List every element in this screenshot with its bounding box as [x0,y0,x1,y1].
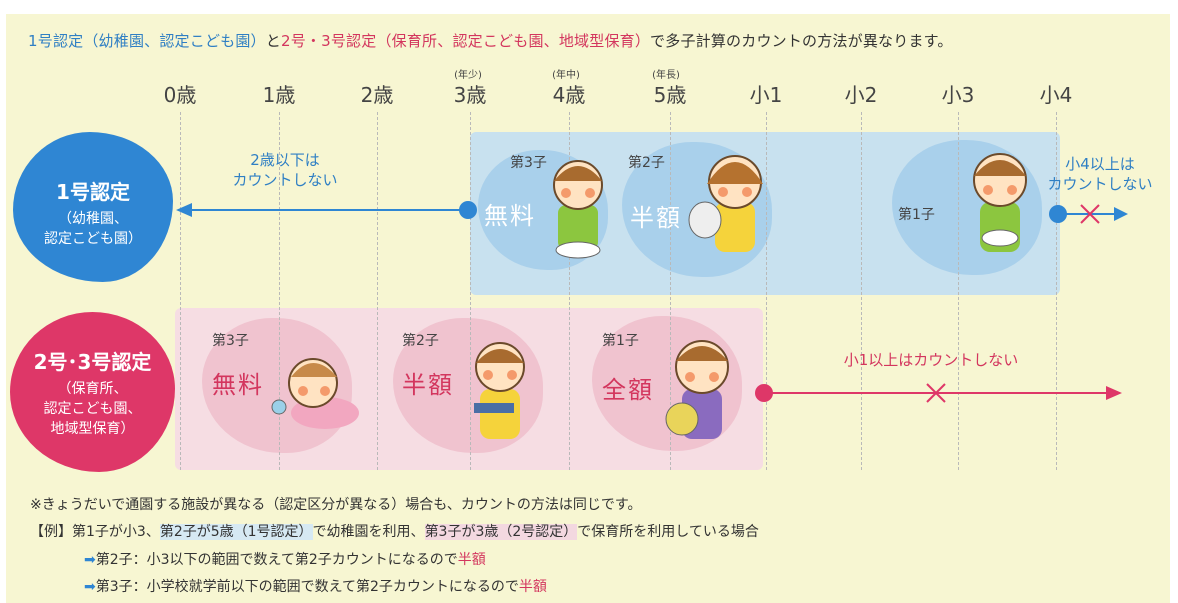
gridline-4 [569,112,570,470]
cat2-name: 2号･3号認定 [33,350,152,374]
gridline-5 [670,112,671,470]
child-illustration-baby [271,358,359,429]
footer-child3-text: 第3子：小学校就学前以下の範囲で数えて第2子カウントになるので [95,579,519,595]
cat1-left-arrowhead [176,203,192,217]
age-4: 4歳 [552,83,586,107]
cat2-desc3: 地域型保育） [50,421,135,437]
age-9: 小4 [1039,83,1073,107]
age-sub-3: (年少) [454,70,482,81]
age-2: 2歳 [360,83,394,107]
cat2-end-dot [755,384,773,402]
age-7: 小2 [844,83,878,107]
footer-child3-fee: 半額 [518,579,547,595]
cat1-child2-order: 第2子 [628,155,665,171]
footer-child3: ➡第3子：小学校就学前以下の範囲で数えて第2子カウントになるので半額 [84,576,547,596]
footer-example-b: 第2子が5歳（1号認定） [159,524,313,540]
age-sub-4: (年中) [552,70,580,81]
age-3: 3歳 [453,83,487,107]
cat1-start-dot [459,201,477,219]
child-illustration-castanet [973,153,1027,252]
cat1-child3-fee: 無料 [484,202,536,230]
cat1-child3-order: 第3子 [510,155,547,171]
gridline-0 [180,112,181,470]
cat2-cross-b [926,383,946,403]
cat1-right-note-2: カウントしない [1047,175,1153,193]
cat2-desc1: （保育所、 [57,381,128,397]
child-illustration-cymbal [665,340,729,439]
header-text: 1号認定（幼稚園、認定こども園）と2号・3号認定（保育所、認定こども園、地域型保… [28,30,953,51]
cat2-desc2: 認定こども園、 [43,401,142,417]
footer-note: ※きょうだいで通園する施設が異なる（認定区分が異なる）場合も、カウントの方法は同… [30,497,642,513]
header-and: と [265,32,281,50]
footer-example-e: で保育所を利用している場合 [577,524,759,540]
child-illustration-harmonica [474,342,525,439]
gridline-1 [279,112,280,470]
age-0: 0歳 [163,83,197,107]
cat2-bubble: 2号･3号認定 （保育所、 認定こども園、 地域型保育） [10,312,175,472]
footer-example-c: で幼稚園を利用、 [312,524,425,540]
cat2-arrowhead [1106,386,1122,400]
age-1: 1歳 [262,83,296,107]
cat1-cross-b [1080,204,1100,224]
child-illustration-drum [553,160,603,259]
header-cat1: 1号認定（幼稚園、認定こども園） [28,32,266,50]
age-8: 小3 [941,83,975,107]
cat2-child1-fee: 全額 [602,376,654,404]
cat1-desc2: 認定こども園） [44,231,142,247]
footer-example-d: 第3子が3歳（2号認定） [424,524,578,540]
arrow-right-icon: ➡ [84,579,96,595]
gridline-3 [470,112,471,470]
header-rest: で多子計算のカウントの方法が異なります。 [650,32,953,50]
cat1-left-note-1: 2歳以下は [250,151,320,169]
gridline-9 [1056,112,1057,470]
cat2-child2-fee: 半額 [402,371,454,399]
cat2-child1-order: 第1子 [602,333,639,349]
cat1-left-note-2: カウントしない [232,171,338,189]
cat2-child3-order: 第3子 [212,333,249,349]
cat1-left-note: 2歳以下は カウントしない [205,150,365,190]
child-illustration-tambourine [688,155,763,252]
cat1-desc1: （幼稚園、 [58,211,128,227]
gridline-6 [766,112,767,470]
header-cat2: 2号・3号認定（保育所、認定こども園、地域型保育） [280,32,651,50]
footer-example-a: 【例】第1子が小3、 [30,524,160,540]
age-sub-5: (年長) [652,70,680,81]
cat2-child2-order: 第2子 [402,333,439,349]
footer-child2-fee: 半額 [457,552,486,568]
age-5: 5歳 [653,83,687,107]
cat1-child2-fee: 半額 [630,204,682,232]
cat2-right-note: 小1以上はカウントしない [843,351,1019,369]
arrow-right-icon: ➡ [84,552,96,568]
cat1-right-arrowhead [1114,207,1128,221]
gridline-8 [958,112,959,470]
cat1-right-note: 小4以上は カウントしない [1040,154,1160,194]
gridline-7 [861,112,862,470]
footer-child2-text: 第2子：小3以下の範囲で数えて第2子カウントになるので [95,552,458,568]
gridline-2 [377,112,378,470]
footer-example: 【例】第1子が小3、第2子が5歳（1号認定）で幼稚園を利用、第3子が3歳（2号認… [30,521,759,541]
age-6: 小1 [749,83,783,107]
footer-child2: ➡第2子：小3以下の範囲で数えて第2子カウントになるので半額 [84,549,486,569]
cat1-name: 1号認定 [56,180,130,204]
cat2-child3-fee: 無料 [212,371,264,399]
cat1-right-note-1: 小4以上は [1065,155,1135,173]
cat1-bubble: 1号認定 （幼稚園、 認定こども園） [13,132,173,282]
cat1-child1-order: 第1子 [898,207,935,223]
cat1-end-dot [1049,205,1067,223]
